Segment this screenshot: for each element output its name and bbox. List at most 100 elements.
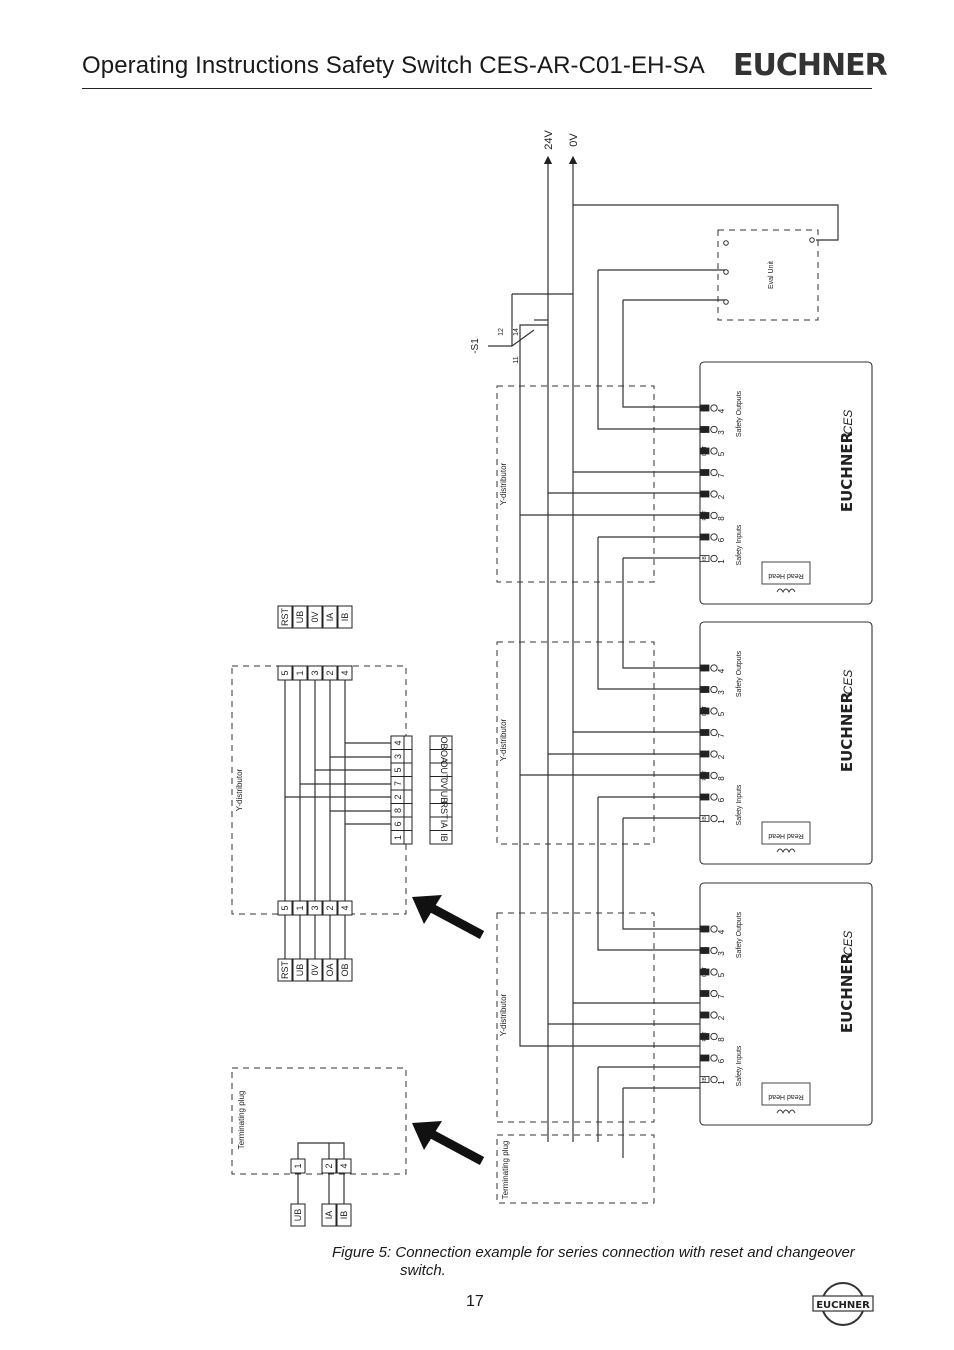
wire-oa-1 xyxy=(597,270,714,430)
plug-pin-num: 4 xyxy=(339,1163,349,1168)
safety-outputs-label: Safety Outputs xyxy=(736,390,743,437)
pin-name-ob: OB xyxy=(702,404,708,412)
pin-num: 8 xyxy=(717,516,726,521)
pin-name-ia: IA xyxy=(702,794,708,799)
detail-mid-pin-ext xyxy=(403,776,413,791)
arrow-shaft xyxy=(423,1127,485,1165)
coil-icon xyxy=(776,848,796,854)
detail-bottom-signal: 0V xyxy=(310,964,320,975)
eval-terminal xyxy=(723,269,729,275)
pin-name-oa: OA xyxy=(702,946,708,954)
pin-num: 2 xyxy=(717,754,726,759)
detail-top-signal: IB xyxy=(340,613,350,622)
pin-circle xyxy=(710,946,718,955)
eval-unit-label: Eval Unit xyxy=(768,261,775,289)
detail-bottom-signal: RST xyxy=(280,960,290,979)
detail-mid-signal: OUT xyxy=(439,761,449,781)
pin-num: 8 xyxy=(717,1037,726,1042)
wire-ia-to-oa-2 xyxy=(597,537,714,690)
pin-name-ub: UB xyxy=(702,750,708,758)
detail-mid-signal: IB xyxy=(439,833,449,842)
pin-circle xyxy=(710,468,718,477)
detail-top-signal-box xyxy=(277,605,293,629)
wire-rst-1 xyxy=(519,324,714,516)
device-brand: EUCHNER xyxy=(838,691,856,772)
switch-s1-label: -S1 xyxy=(470,338,481,354)
read-head-box xyxy=(761,561,811,585)
detail-mid-signal: RST xyxy=(439,802,449,821)
detail-bottom-signal-box xyxy=(337,958,353,982)
supply-0v-label: 0V xyxy=(568,133,580,147)
pin-terminal xyxy=(699,925,710,933)
pin-num: 2 xyxy=(717,1015,726,1020)
page-title: Operating Instructions Safety Switch CES… xyxy=(82,52,705,79)
detail-top-pin xyxy=(292,665,308,681)
pin-terminal xyxy=(699,1033,710,1040)
plug-signal: IA xyxy=(324,1211,334,1220)
detail-mid-pin-ext xyxy=(403,816,413,831)
detail-bottom-pin-num: 1 xyxy=(295,905,305,910)
pin-num: 1 xyxy=(717,1080,726,1085)
pin-circle xyxy=(710,685,718,694)
pin-num: 4 xyxy=(717,929,726,934)
pin-name-ub: UB xyxy=(702,1011,708,1019)
pin-terminal xyxy=(699,968,710,976)
plug-pin xyxy=(336,1158,352,1174)
supply-24v-label: 24V xyxy=(543,130,555,150)
detail-bottom-pin-num: 3 xyxy=(310,905,320,910)
detail-mid-pin-ext xyxy=(403,789,413,804)
device-model: CES xyxy=(841,931,855,956)
pin-circle xyxy=(710,404,718,412)
detail-top-pin xyxy=(322,665,338,681)
detail-bottom-pin xyxy=(307,900,323,916)
y-distributor-label: Y-distributor xyxy=(499,462,508,505)
pin-circle xyxy=(710,533,718,541)
detail-top-signal: IA xyxy=(325,613,335,622)
plug-signal-box xyxy=(336,1203,352,1227)
arrow-head xyxy=(412,895,442,924)
pin-num: 7 xyxy=(717,473,726,478)
pin-circle xyxy=(710,1011,718,1019)
pin-num: 6 xyxy=(717,1058,726,1063)
detail-top-pin xyxy=(337,665,353,681)
detail-mid-pin-num: 7 xyxy=(393,781,403,786)
y-distributor-label: Y-distributor xyxy=(499,993,508,1036)
detail-top-pin-num: 2 xyxy=(325,670,335,675)
detail-top-pin-num: 4 xyxy=(340,670,350,675)
pin-terminal xyxy=(699,1054,710,1062)
pin-name-rst: RST xyxy=(702,1032,708,1042)
eval-terminal xyxy=(723,299,729,305)
pin-terminal xyxy=(699,729,710,736)
device-brand: EUCHNER xyxy=(838,952,856,1033)
y-distributor-detail xyxy=(231,665,407,915)
page-number: 17 xyxy=(466,1293,484,1310)
pin-name-out: OUT xyxy=(702,446,708,457)
pin-circle xyxy=(710,814,718,823)
wire-rst-2 xyxy=(519,515,714,776)
pin-circle xyxy=(710,793,718,801)
euchner-logo: EUCHNER xyxy=(733,48,888,83)
pin-terminal xyxy=(699,555,710,562)
wire-ib-to-ob-3 xyxy=(622,818,714,930)
pin-terminal xyxy=(699,664,710,672)
plug-signal-box xyxy=(290,1203,306,1227)
pin-name-ib: IB xyxy=(702,815,708,820)
pin-circle xyxy=(710,771,718,780)
pointer-arrow-terminating-plug xyxy=(412,1121,485,1165)
pin-num: 5 xyxy=(717,451,726,456)
pin-circle xyxy=(710,707,718,715)
coil-icon xyxy=(776,588,796,594)
pin-terminal xyxy=(699,990,710,997)
eval-terminal xyxy=(809,237,815,243)
detail-mid-pin-ext xyxy=(403,762,413,777)
pin-circle xyxy=(710,425,718,434)
pin-circle xyxy=(710,1032,718,1041)
detail-mid-signal: IA xyxy=(439,820,449,829)
switch-pin-12: 12 xyxy=(498,328,505,336)
pin-name-oa: OA xyxy=(702,685,708,693)
pin-num: 3 xyxy=(717,430,726,435)
pin-name-0v: 0V xyxy=(702,990,708,997)
pin-circle xyxy=(710,490,718,498)
pin-num: 1 xyxy=(717,819,726,824)
pin-num: 3 xyxy=(717,951,726,956)
